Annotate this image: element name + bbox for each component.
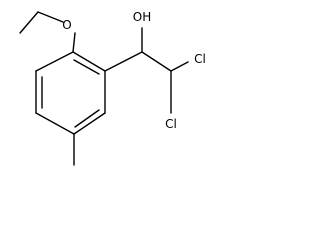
bond-ethyl-ch3-ch2 (19, 11, 39, 34)
ring-bond-c6-c1 (35, 51, 74, 72)
chlorine-upper-label: Cl (194, 52, 206, 66)
bond-o-ring (72, 32, 76, 53)
bond-choh-chcl2 (141, 51, 172, 72)
ring-bond-c4-c5 (35, 112, 75, 135)
oxygen-ether-label: O (62, 18, 71, 32)
ring-double-bond-1 (73, 59, 100, 75)
ring-bond-c1-c2 (72, 51, 106, 72)
bond-ring-choh (104, 51, 143, 72)
hydroxyl-label: OH (133, 10, 151, 24)
ring-double-bond-3 (74, 109, 100, 128)
ring-bond-c3-c4 (73, 112, 106, 135)
chemical-structure: O OH Cl Cl (19, 10, 206, 166)
bond-chcl2-cl-upper (170, 61, 189, 72)
chlorine-lower-label: Cl (165, 117, 177, 131)
bond-ethyl-ch2-o (37, 11, 64, 23)
